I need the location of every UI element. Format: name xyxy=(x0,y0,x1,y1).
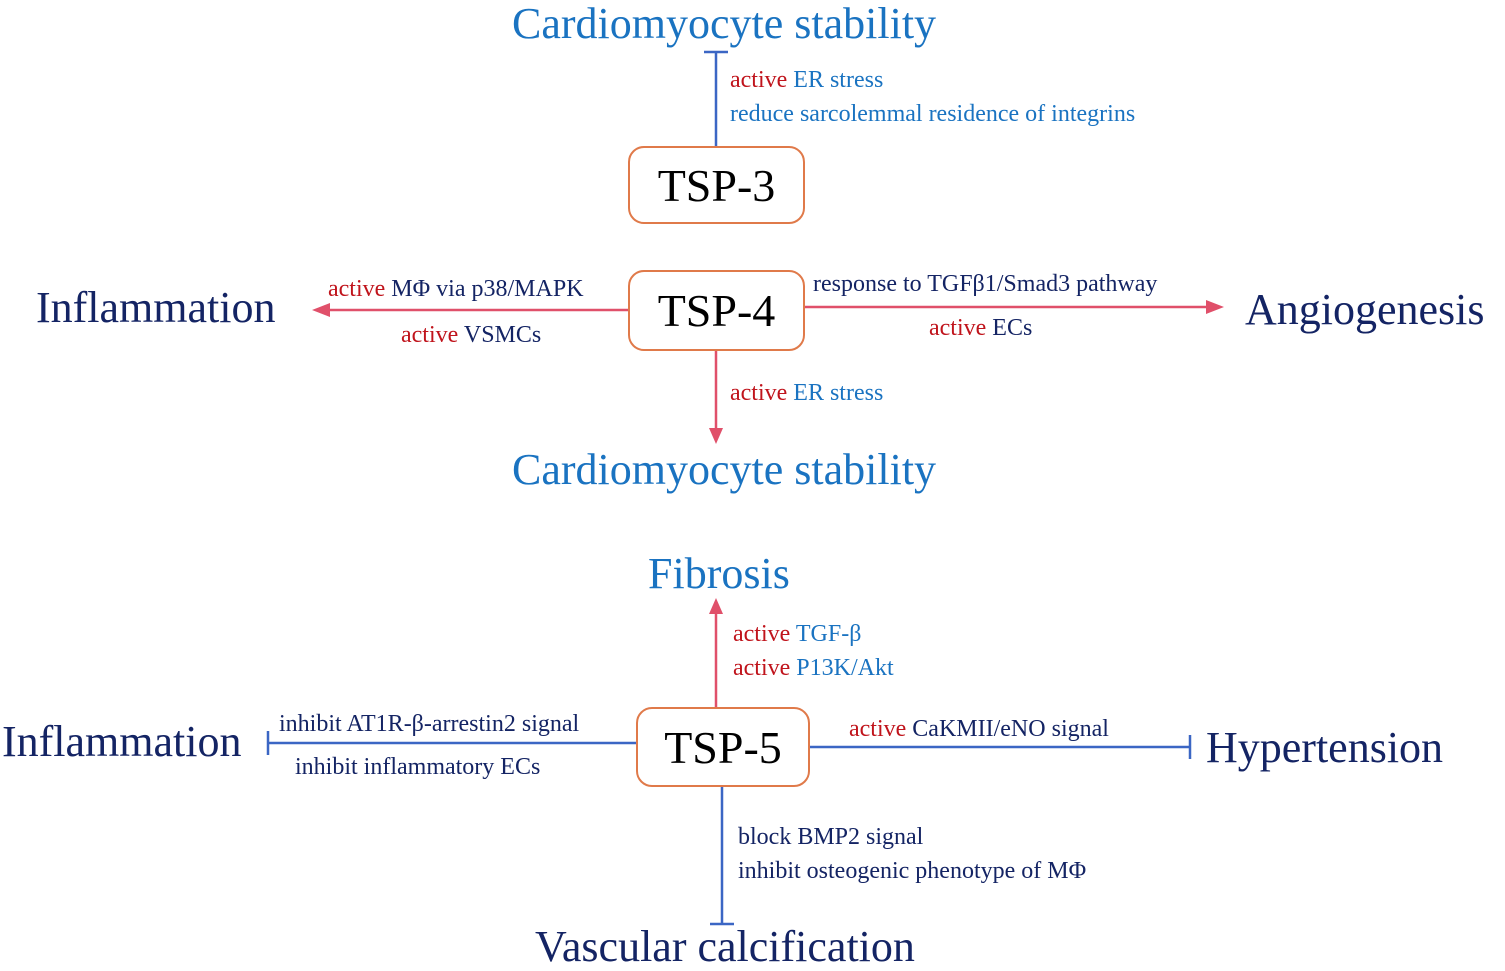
tsp4-left-line2-verb: active xyxy=(401,322,459,348)
tsp4-right-arrow-head xyxy=(1206,300,1224,314)
tsp4-left-arrow-head xyxy=(312,303,330,317)
tsp4-left-line1-verb: active xyxy=(328,276,386,302)
tsp5-top-line1-verb: active xyxy=(733,621,791,647)
tsp5-left-target: Inflammation xyxy=(2,717,242,766)
tsp3-node-label: TSP-3 xyxy=(657,159,776,211)
tsp4-left-target: Inflammation xyxy=(36,283,276,332)
tsp5-top-label-line1: active TGF-β xyxy=(733,622,861,646)
tsp5-top-line2-rest: P13K/Akt xyxy=(790,655,894,681)
tsp4-node: TSP-4 xyxy=(628,270,805,351)
tsp3-top-label-line1: active ER stress xyxy=(730,68,883,92)
tsp5-bottom-label-line1: block BMP2 signal xyxy=(738,824,924,850)
tsp4-node-label: TSP-4 xyxy=(657,285,776,336)
tsp3-top-line1-rest: ER stress xyxy=(787,67,884,93)
tsp4-right-line2-rest: ECs xyxy=(986,315,1033,341)
tsp4-bottom-target: Cardiomyocyte stability xyxy=(512,445,937,494)
tsp5-right-target: Hypertension xyxy=(1206,723,1444,772)
tsp4-right-label-line1: response to TGFβ1/Smad3 pathway xyxy=(813,271,1158,297)
tsp5-top-target: Fibrosis xyxy=(648,549,790,598)
tsp4-down-arrow-head xyxy=(709,428,723,444)
tsp5-top-line1-rest: TGF-β xyxy=(790,621,862,647)
tsp4-right-label-line2: active ECs xyxy=(929,316,1032,340)
tsp5-node-label: TSP-5 xyxy=(664,721,782,773)
tsp4-bottom-line1-rest: ER stress xyxy=(787,380,884,406)
tsp4-bottom-line1-verb: active xyxy=(730,380,788,406)
tsp5-right-line1-rest: CaKMII/eNO signal xyxy=(906,716,1109,742)
tsp5-left-label-line2: inhibit inflammatory ECs xyxy=(295,754,541,780)
tsp4-bottom-label-line1: active ER stress xyxy=(730,381,883,405)
tsp4-left-line1-rest: MΦ via p38/MAPK xyxy=(385,276,584,302)
tsp3-top-target: Cardiomyocyte stability xyxy=(512,0,937,48)
tsp3-top-label-line2: reduce sarcolemmal residence of integrin… xyxy=(730,101,1136,127)
tsp5-bottom-label-line2: inhibit osteogenic phenotype of MΦ xyxy=(738,858,1087,884)
tsp5-top-line2-verb: active xyxy=(733,655,791,681)
tsp5-bottom-target: Vascular calcification xyxy=(535,922,915,971)
tsp4-right-target: Angiogenesis xyxy=(1245,285,1485,334)
tsp5-node: TSP-5 xyxy=(636,707,810,787)
tsp5-top-label-line2: active P13K/Akt xyxy=(733,656,894,680)
tsp5-right-label-line1: active CaKMII/eNO signal xyxy=(849,717,1109,741)
tsp4-left-label-line2: active VSMCs xyxy=(401,323,541,347)
tsp3-top-line1-verb: active xyxy=(730,67,788,93)
tsp4-left-line2-rest: VSMCs xyxy=(458,322,542,348)
tsp5-right-line1-verb: active xyxy=(849,716,907,742)
tsp4-left-label-line1: active MΦ via p38/MAPK xyxy=(328,277,584,301)
tsp4-right-line2-verb: active xyxy=(929,315,987,341)
tsp5-left-label-line1: inhibit AT1R-β-arrestin2 signal xyxy=(279,711,580,737)
tsp5-up-arrow-head xyxy=(709,598,723,614)
tsp3-node: TSP-3 xyxy=(628,146,805,224)
